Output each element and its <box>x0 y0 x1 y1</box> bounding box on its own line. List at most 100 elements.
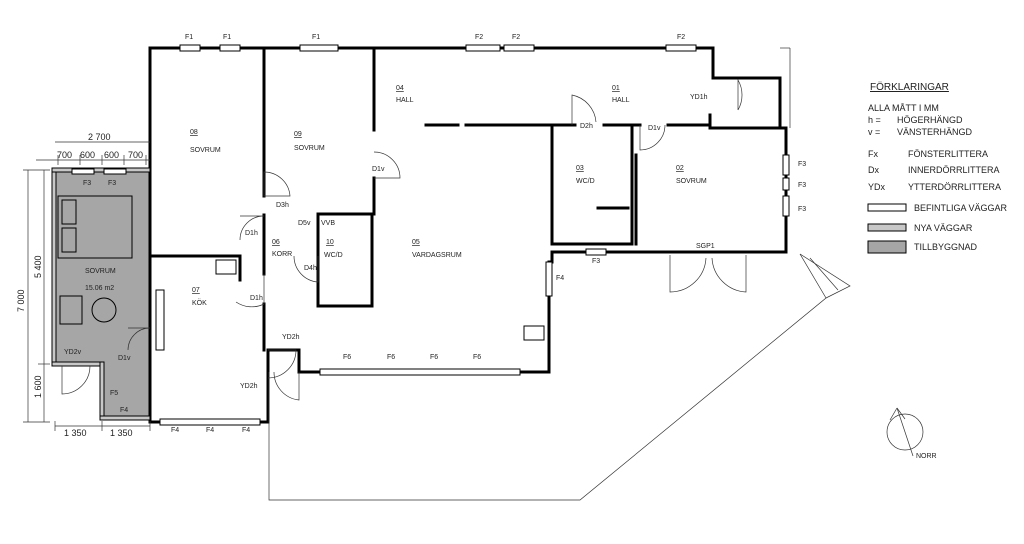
dimension-lines <box>23 141 151 431</box>
window-f4-label: F4 <box>120 407 128 414</box>
window-f3-label: F3 <box>592 258 600 265</box>
terrace-outline <box>268 47 851 501</box>
window-f5-label: F5 <box>110 390 118 397</box>
window-f3-label: F3 <box>108 180 116 187</box>
window-f6-label: F6 <box>343 354 351 361</box>
new-room-name: SOVRUM <box>85 268 116 275</box>
window-f2-label: F2 <box>475 34 483 41</box>
dim-left-upper: 5 400 <box>33 255 43 278</box>
extension-area <box>55 172 150 364</box>
door-d1v-label: D1v <box>118 355 131 362</box>
door-labels: YD1h D2h D1v D1v D3h D5v VVB D1h D4h D1h… <box>64 94 708 390</box>
window-f1-label: F1 <box>185 34 193 41</box>
door-d5v-label: D5v <box>298 220 311 227</box>
legend-existing-swatch <box>867 203 907 212</box>
legend-extension-swatch <box>867 240 907 254</box>
door-yd2h-label: YD2h <box>240 383 258 390</box>
new-walls <box>51 167 151 421</box>
legend-ydx-key: YDx <box>868 182 886 192</box>
legend-existing-label: BEFINTLIGA VÄGGAR <box>914 203 1008 213</box>
legend-extension-label: TILLBYGGNAD <box>914 242 978 252</box>
window-f3-label: F3 <box>798 182 806 189</box>
north-arrow: NORR <box>886 407 937 460</box>
room-03-number: 03 <box>576 165 584 172</box>
room-09-name: SOVRUM <box>294 145 325 152</box>
door-d1h-label: D1h <box>245 230 258 237</box>
dim-bottom-part: 1 350 <box>110 428 133 438</box>
window-f6-label: F6 <box>430 354 438 361</box>
window-f6-label: F6 <box>387 354 395 361</box>
room-07-number: 07 <box>192 287 200 294</box>
legend-units: ALLA MÅTT I MM <box>868 103 939 113</box>
door-d3h-label: D3h <box>276 202 289 209</box>
legend-new-swatch <box>867 223 907 232</box>
dim-bottom-part: 1 350 <box>64 428 87 438</box>
legend: FÖRKLARINGAR ALLA MÅTT I MM h = HÖGERHÄN… <box>867 81 1008 254</box>
legend-v-value: VÄNSTERHÄNGD <box>897 127 973 137</box>
window-f1-label: F1 <box>312 34 320 41</box>
window-f3-label: F3 <box>798 206 806 213</box>
room-02-name: SOVRUM <box>676 178 707 185</box>
room-04-number: 04 <box>396 85 404 92</box>
room-09-number: 09 <box>294 131 302 138</box>
dim-top-total: 2 700 <box>88 132 111 142</box>
door-d1v-label: D1v <box>648 125 661 132</box>
door-yd2v-label: YD2v <box>64 349 82 356</box>
window-f3-label: F3 <box>798 161 806 168</box>
window-f4-label: F4 <box>171 427 179 434</box>
dim-left-lower: 1 600 <box>33 375 43 398</box>
legend-title: FÖRKLARINGAR <box>870 81 949 93</box>
room-05-name: VARDAGSRUM <box>412 252 462 259</box>
window-f3-label: F3 <box>83 180 91 187</box>
room-04-name: HALL <box>396 97 414 104</box>
door-sgp1-label: SGP1 <box>696 243 715 250</box>
extension-entry-area <box>104 364 150 418</box>
room-02-number: 02 <box>676 165 684 172</box>
dimension-labels: 2 700 700 600 600 700 7 000 5 400 1 600 … <box>16 132 143 438</box>
window-f2-label: F2 <box>677 34 685 41</box>
room-06-number: 06 <box>272 239 280 246</box>
door-d1v-label: D1v <box>372 166 385 173</box>
door-yd1h-label: YD1h <box>690 94 708 101</box>
window-f4-label: F4 <box>242 427 250 434</box>
legend-h-value: HÖGERHÄNGD <box>897 115 963 125</box>
room-10-number: 10 <box>326 239 334 246</box>
room-labels: 08 SOVRUM 09 SOVRUM 04 HALL 01 HALL 03 W… <box>85 85 707 307</box>
dim-top-part: 600 <box>104 150 119 160</box>
room-01-number: 01 <box>612 85 620 92</box>
new-room-area: 15.06 m2 <box>85 285 114 292</box>
room-01-name: HALL <box>612 97 630 104</box>
room-10-name: WC/D <box>324 252 343 259</box>
legend-h-key: h = <box>868 115 881 125</box>
door-d1h-label: D1h <box>250 295 263 302</box>
legend-fx-value: FÖNSTERLITTERA <box>908 149 988 159</box>
door-d4h-label: D4h <box>304 265 317 272</box>
room-08-name: SOVRUM <box>190 147 221 154</box>
room-08-number: 08 <box>190 129 198 136</box>
fixtures <box>57 195 545 351</box>
door-yd2h-label: YD2h <box>282 334 300 341</box>
legend-dx-key: Dx <box>868 165 879 175</box>
room-03-name: WC/D <box>576 178 595 185</box>
room-06-name: KORR <box>272 251 292 258</box>
window-f4-label: F4 <box>556 275 564 282</box>
window-openings <box>71 44 790 426</box>
door-d2h-label: D2h <box>580 123 593 130</box>
legend-v-key: v = <box>868 127 880 137</box>
window-f6-label: F6 <box>473 354 481 361</box>
legend-dx-value: INNERDÖRRLITTERA <box>908 165 1000 175</box>
window-labels: F1 F1 F1 F2 F2 F2 F3 F3 F3 F3 F3 F3 F4 F… <box>83 34 806 434</box>
window-f1-label: F1 <box>223 34 231 41</box>
window-f2-label: F2 <box>512 34 520 41</box>
window-f4-label: F4 <box>206 427 214 434</box>
vvb-label: VVB <box>321 220 335 227</box>
door-swings <box>61 78 747 401</box>
room-05-number: 05 <box>412 239 420 246</box>
dim-top-part: 600 <box>80 150 95 160</box>
dim-top-part: 700 <box>57 150 72 160</box>
legend-ydx-value: YTTERDÖRRLITTERA <box>908 182 1001 192</box>
dim-top-part: 700 <box>128 150 143 160</box>
legend-new-label: NYA VÄGGAR <box>914 223 973 233</box>
north-label: NORR <box>916 453 937 460</box>
